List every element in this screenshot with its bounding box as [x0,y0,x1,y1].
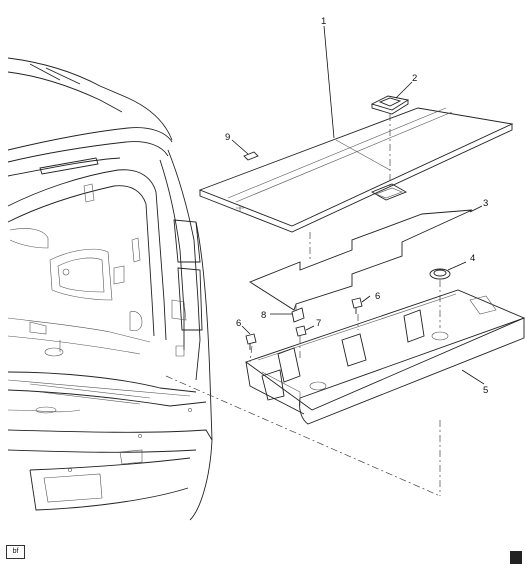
fastener-clips [245,297,363,350]
callout-4: 4 [470,253,475,264]
callout-6a: 6 [236,318,241,329]
label-tag [243,151,259,161]
gm-logo [510,551,522,564]
diagram-tag: bf [6,545,25,559]
alignment-lines [165,232,441,497]
callout-3: 3 [483,198,488,209]
callout-labels: 1 2 3 4 5 6 6 7 8 9 [225,16,488,396]
round-cover [429,268,451,280]
callout-1: 1 [321,16,326,27]
latch-handle [370,95,410,186]
callout-2: 2 [412,73,417,84]
vehicle-rear-outline [7,57,213,521]
cargo-mat [249,209,473,311]
leader-lines [231,25,485,385]
callout-6b: 6 [375,291,380,302]
callout-7: 7 [316,318,321,329]
small-clips [291,307,307,360]
callout-5: 5 [483,385,488,396]
storage-tray [245,289,526,425]
cargo-floor-panel [198,107,514,233]
callout-9: 9 [225,132,230,143]
callout-8: 8 [261,310,266,321]
